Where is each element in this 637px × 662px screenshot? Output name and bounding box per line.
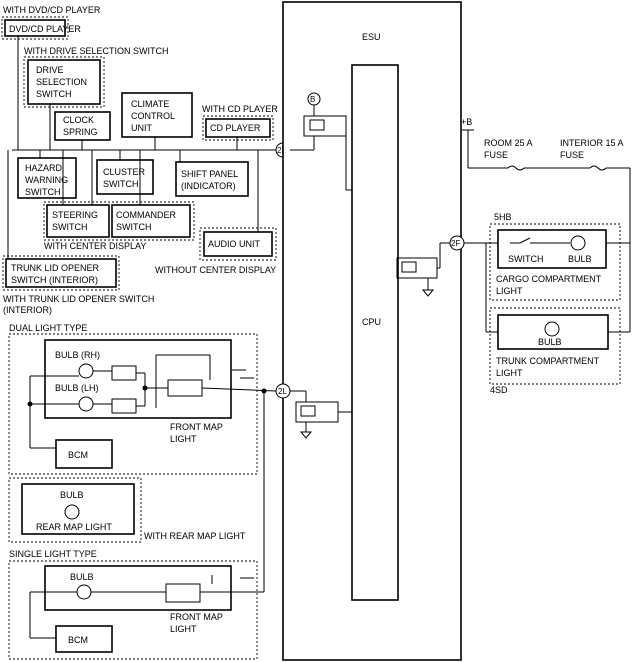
interior-fuse-label-1: INTERIOR 15 A [560,138,624,148]
bulb-rh-icon [78,363,94,379]
without-center-display-note: WITHOUT CENTER DISPLAY [155,265,276,275]
connector-2f-label: 2F [451,239,460,248]
cd-player-label: CD PLAYER [210,123,261,133]
esu-label: ESU [362,32,381,42]
single-bulb-label: BULB [70,572,94,582]
hazard-warning-switch-box [17,157,77,199]
with-cd-player-note: WITH CD PLAYER [202,104,278,114]
shift-panel-box [175,161,249,197]
rear-bulb-label: BULB [60,490,84,500]
trunk-lid-opener-switch-box [5,258,117,288]
drive-selection-switch-box [27,59,101,105]
cluster-switch-box [96,159,154,195]
interior-fuse-label-2: FUSE [560,150,584,160]
front-map-light-label-dual-2: LIGHT [170,434,197,444]
shift-panel-label-1: SHIFT PANEL [181,169,238,179]
cluster-label-2: SWITCH [103,179,139,189]
climate-label-2: CONTROL [131,111,175,121]
with-trunk-lid-note-1: WITH TRUNK LID OPENER SWITCH [3,294,154,304]
cargo-light-box [497,229,607,269]
clock-spring-label-1: CLOCK [63,115,94,125]
bulb-lh-label: BULB (LH) [55,383,99,393]
plus-b-label: +B [461,117,472,127]
rear-map-light-label: REAR MAP LIGHT [36,522,112,532]
steering-label-2: SWITCH [52,222,88,232]
drive-selection-label-1: DRIVE [36,65,64,75]
bulb-rh-label: BULB (RH) [55,350,100,360]
climate-control-unit-box [121,92,193,138]
cargo-light-label-1: CARGO COMPARTMENT [496,274,602,284]
sd-label: 4SD [490,385,508,395]
drive-selection-label-2: SELECTION [36,77,87,87]
front-map-light-label-dual-1: FRONT MAP [170,422,223,432]
bulb-lh-icon [78,396,94,412]
connector-2l-label: 2L [278,387,287,396]
trunk-light-label-1: TRUNK COMPARTMENT [496,356,600,366]
shift-panel-label-2: (INDICATOR) [181,181,236,191]
single-bulb-icon [76,584,92,600]
single-light-title: SINGLE LIGHT TYPE [9,549,97,559]
climate-label-1: CLIMATE [131,99,169,109]
cluster-label-1: CLUSTER [103,167,146,177]
hazard-label-1: HAZARD [25,163,63,173]
climate-label-3: UNIT [131,123,152,133]
with-trunk-lid-note-2: (INTERIOR) [3,305,52,315]
cpu-label: CPU [362,317,381,327]
with-center-display-note: WITH CENTER DISPLAY [44,241,146,251]
dvd-cd-player-box [4,19,66,37]
room-fuse-symbol [507,165,525,171]
bcm-box-dual [55,439,113,469]
drive-selection-label-3: SWITCH [36,89,72,99]
cargo-switch-symbol [519,237,531,244]
front-map-light-label-single-2: LIGHT [170,624,197,634]
cargo-light-label-2: LIGHT [496,286,523,296]
cargo-bulb-icon [570,235,586,251]
steering-switch-box [46,204,110,238]
trunk-bulb-icon [544,321,560,337]
trunk-lid-label-2: SWITCH (INTERIOR) [11,275,98,285]
cargo-bulb-label: BULB [568,254,592,264]
steering-label-1: STEERING [52,210,98,220]
audio-unit-label: AUDIO UNIT [208,239,261,249]
bcm-label-dual: BCM [68,450,88,460]
cd-player-box [205,118,271,138]
front-map-light-box-dual [44,339,232,419]
front-map-light-label-single-1: FRONT MAP [170,612,223,622]
interior-fuse-symbol [589,165,607,171]
room-fuse-label-2: FUSE [484,150,508,160]
commander-label-2: SWITCH [116,222,152,232]
hb-label: 5HB [494,212,512,222]
dvd-cd-player-label: DVD/CD PLAYER [9,24,81,34]
trunk-light-label-2: LIGHT [496,368,523,378]
trunk-light-box [497,314,609,350]
bcm-box-single [55,625,113,653]
cargo-switch-label: SWITCH [508,254,544,264]
bcm-label-single: BCM [68,635,88,645]
rear-bulb-icon [64,504,80,520]
dual-light-title: DUAL LIGHT TYPE [9,323,87,333]
cpu-box [351,64,399,601]
marker-b-label: B [310,95,315,104]
clock-spring-label-2: SPRING [63,127,98,137]
with-drive-selection-note: WITH DRIVE SELECTION SWITCH [24,46,169,56]
commander-label-1: COMMANDER [116,210,176,220]
audio-unit-box [203,231,273,257]
with-dvd-cd-player-note: WITH DVD/CD PLAYER [3,5,101,15]
trunk-bulb-label: BULB [538,337,562,347]
with-rear-map-light-note: WITH REAR MAP LIGHT [144,531,246,541]
commander-switch-box [111,204,191,238]
trunk-lid-label-1: TRUNK LID OPENER [11,263,100,273]
hazard-label-3: SWITCH [25,187,61,197]
room-fuse-label-1: ROOM 25 A [484,138,533,148]
front-map-switch-single [165,583,201,603]
hazard-label-2: WARNING [25,175,68,185]
